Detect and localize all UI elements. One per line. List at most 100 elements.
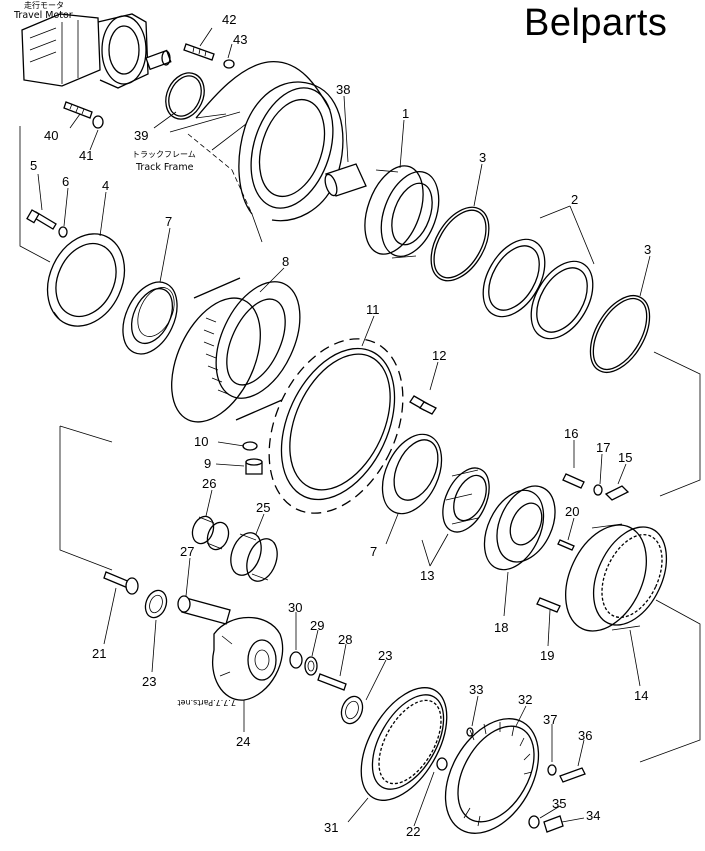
part-15-lock-plate xyxy=(604,485,630,501)
part-4-cover xyxy=(46,233,126,327)
part-7-bearing xyxy=(381,433,443,515)
part-27-shaft xyxy=(177,595,231,625)
track-frame-label-jp: トラックフレーム xyxy=(132,150,196,159)
callout-2: 2 xyxy=(571,192,578,207)
part-19-bolt xyxy=(536,597,561,613)
part-38-pin xyxy=(324,163,367,197)
callout-26: 26 xyxy=(202,476,216,491)
callout-22: 22 xyxy=(406,824,420,839)
travel-motor-label: Travel Motor xyxy=(13,10,73,21)
assembly-line-right-bottom xyxy=(639,599,701,763)
part-43-washer xyxy=(223,59,235,69)
callout-4: 4 xyxy=(102,178,109,193)
callout-20: 20 xyxy=(565,504,579,519)
callout-18: 18 xyxy=(494,620,508,635)
part-23-washer-right xyxy=(340,695,364,725)
callout-8: 8 xyxy=(282,254,289,269)
part-34-plug xyxy=(543,815,564,833)
callout-1: 1 xyxy=(402,106,409,121)
track-frame-label: Track Frame xyxy=(135,162,194,173)
part-26-bearing xyxy=(191,515,230,551)
assembly-line-right-top xyxy=(653,351,701,497)
callout-30: 30 xyxy=(288,600,302,615)
travel-motor-label-jp: 走行モータ xyxy=(24,0,64,10)
part-2-seal-pair xyxy=(482,238,594,340)
callout-33: 33 xyxy=(469,682,483,697)
callout-6: 6 xyxy=(62,174,69,189)
callout-16: 16 xyxy=(564,426,578,441)
watermark: 7.7.7.Parts.net xyxy=(177,698,236,707)
callout-39: 39 xyxy=(134,128,148,143)
callout-3-upper: 3 xyxy=(479,150,486,165)
part-11-sprocket xyxy=(268,338,404,514)
part-22-thrust-button xyxy=(436,757,448,771)
callout-37: 37 xyxy=(543,712,557,727)
callout-25: 25 xyxy=(256,500,270,515)
part-24-carrier xyxy=(212,616,284,701)
callout-15: 15 xyxy=(618,450,632,465)
part-39-o-ring xyxy=(165,72,205,120)
callout-32: 32 xyxy=(518,692,532,707)
part-18-cover xyxy=(483,485,556,571)
part-20-pin xyxy=(557,539,575,551)
callout-41: 41 xyxy=(79,148,93,163)
callout-43: 43 xyxy=(233,32,247,47)
callout-9: 9 xyxy=(204,456,211,471)
part-30-collar xyxy=(289,651,303,669)
callout-5: 5 xyxy=(30,158,37,173)
callout-28: 28 xyxy=(338,632,352,647)
part-21-bolt xyxy=(103,571,139,595)
callout-7-upper: 7 xyxy=(165,214,172,229)
callout-19: 19 xyxy=(540,648,554,663)
part-10-o-ring xyxy=(242,441,258,451)
part-14-ring-gear xyxy=(565,523,668,632)
part-12-bolt xyxy=(409,395,437,415)
part-8-hub xyxy=(171,277,301,423)
part-17-washer xyxy=(593,484,603,496)
callout-17: 17 xyxy=(596,440,610,455)
callout-35: 35 xyxy=(552,796,566,811)
part-16-bolt xyxy=(562,473,585,489)
callout-11: 11 xyxy=(366,302,380,317)
callout-12: 12 xyxy=(432,348,446,363)
part-3-o-ring-lower xyxy=(589,295,651,373)
part-36-bolt xyxy=(559,767,586,783)
part-13-bearing xyxy=(442,467,490,533)
callout-34: 34 xyxy=(586,808,600,823)
travel-motor: 走行モータ Travel Motor xyxy=(13,0,172,89)
callout-42: 42 xyxy=(222,12,236,27)
part-28-bolt xyxy=(317,673,347,691)
callout-38: 38 xyxy=(336,82,350,97)
part-3-o-ring-upper xyxy=(430,206,490,282)
part-35-washer xyxy=(528,815,540,829)
part-31-ring-gear xyxy=(360,687,448,801)
leader-lines xyxy=(37,27,651,827)
callout-14: 14 xyxy=(634,688,648,703)
callout-23-left: 23 xyxy=(142,674,156,689)
part-23-washer-left xyxy=(144,589,168,619)
callout-23-right: 23 xyxy=(378,648,392,663)
part-41-washer xyxy=(92,115,104,129)
callout-21: 21 xyxy=(92,646,106,661)
callouts: 42 43 39 40 41 38 1 3 2 3 5 6 4 7 8 11 1… xyxy=(30,12,651,839)
part-6-washer xyxy=(58,226,68,238)
callout-13: 13 xyxy=(420,568,434,583)
assembly-line-left xyxy=(19,126,51,263)
part-29-washer xyxy=(304,656,318,676)
callout-27: 27 xyxy=(180,544,194,559)
callout-3-lower: 3 xyxy=(644,242,651,257)
part-37-washer xyxy=(547,764,557,776)
callout-29: 29 xyxy=(310,618,324,633)
part-9-plug xyxy=(245,458,263,475)
part-1-housing xyxy=(364,165,440,259)
part-7-floating-seal xyxy=(122,281,178,355)
part-42-bolt xyxy=(183,43,215,61)
part-25-gear xyxy=(230,532,278,582)
callout-36: 36 xyxy=(578,728,592,743)
brand-logo: Belparts xyxy=(524,2,668,44)
track-frame: トラックフレーム Track Frame xyxy=(132,61,344,243)
callout-31: 31 xyxy=(324,820,338,835)
callout-7-lower: 7 xyxy=(370,544,377,559)
